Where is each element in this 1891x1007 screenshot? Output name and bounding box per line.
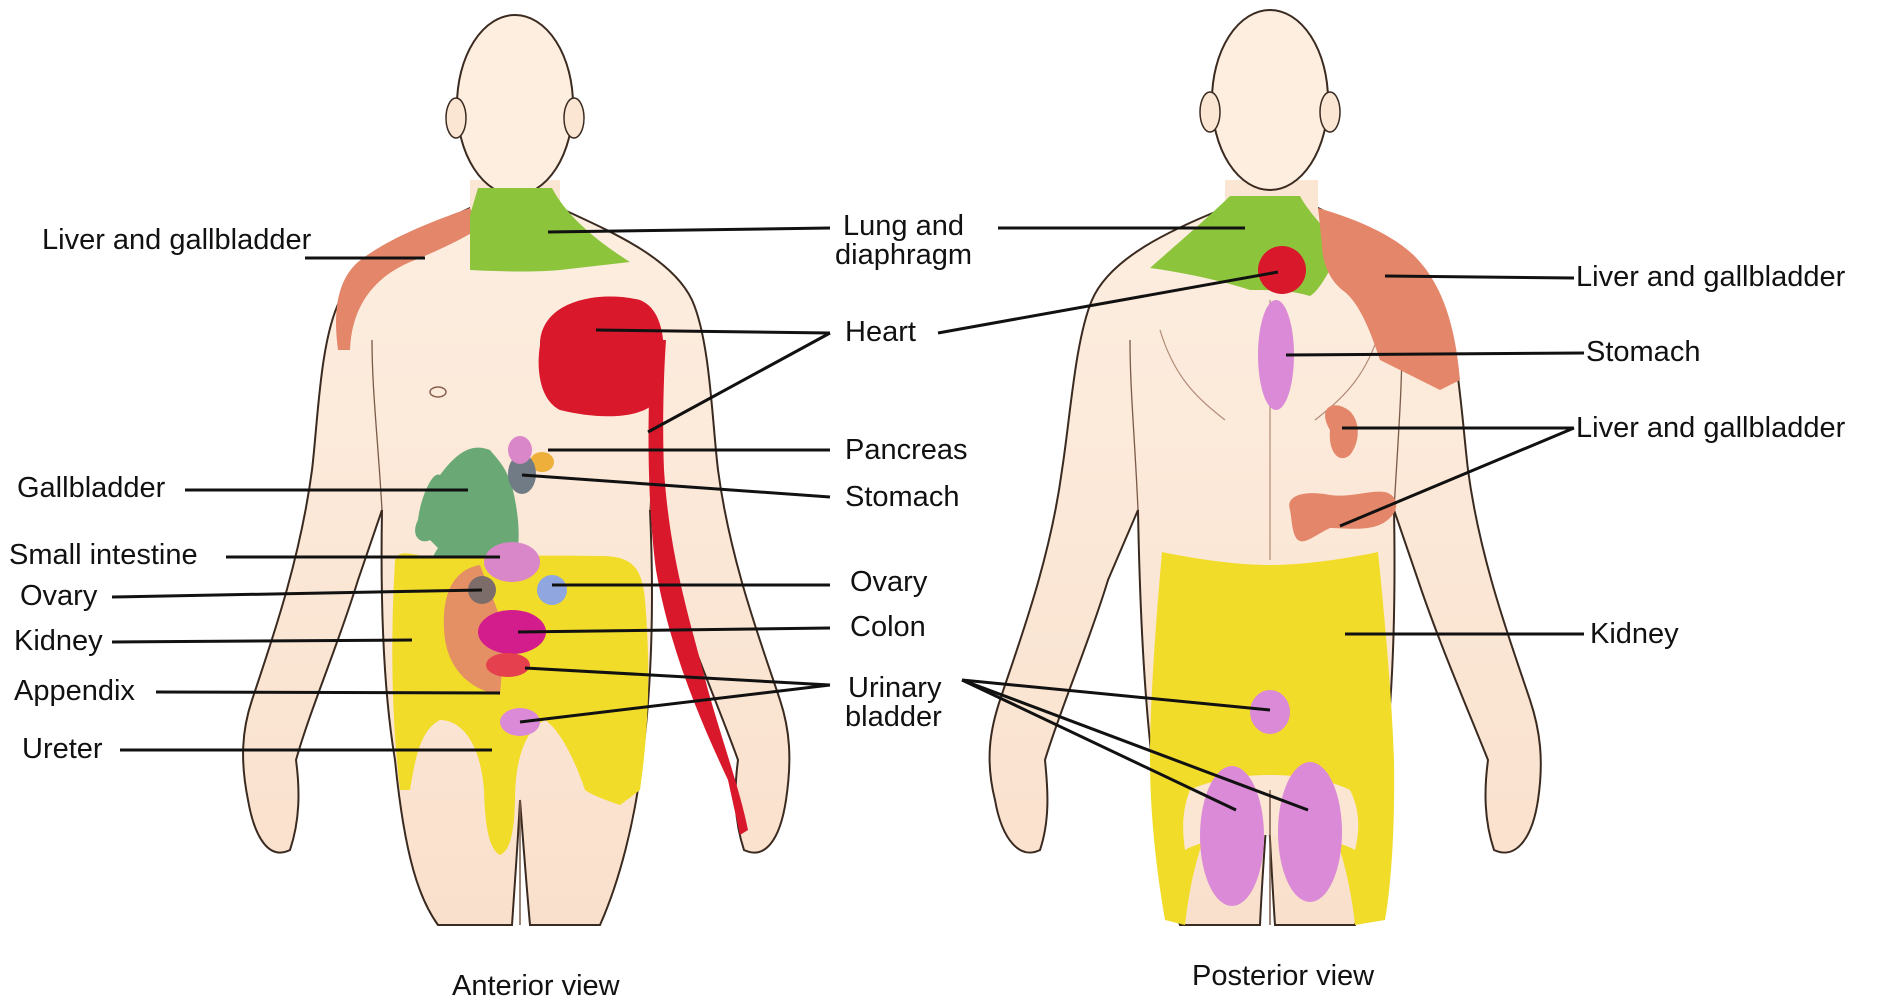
posterior-figure [990, 10, 1541, 925]
label-gallbladder: Gallbladder [17, 473, 165, 503]
leader-appendix [156, 692, 500, 693]
leader-stomach-back [1286, 353, 1584, 355]
posterior-ear-right [1320, 92, 1340, 132]
label-pancreas: Pancreas [845, 435, 968, 465]
label-urinary-line2: bladder [845, 703, 942, 732]
label-kidney-front: Kidney [14, 626, 103, 656]
zone-heart [539, 296, 664, 416]
posterior-ear-left [1200, 92, 1220, 132]
label-small-intestine: Small intestine [9, 540, 198, 570]
label-stomach-back: Stomach [1586, 337, 1700, 367]
label-stomach-front: Stomach [845, 482, 959, 512]
zone-bladder-back-right-leg [1278, 762, 1342, 902]
label-liver-gallbladder-back-mid: Liver and gallbladder [1576, 413, 1845, 443]
label-appendix: Appendix [14, 676, 135, 706]
leader-kidney-front [112, 640, 412, 642]
anterior-head [457, 15, 573, 195]
label-urinary-line1: Urinary [848, 674, 941, 703]
label-ovary-right: Ovary [850, 567, 927, 597]
posterior-head [1212, 10, 1328, 190]
zone-bladder-back-left-leg [1200, 766, 1264, 906]
label-liver-gallbladder-back-top: Liver and gallbladder [1576, 262, 1845, 292]
caption-posterior-view: Posterior view [1192, 960, 1374, 993]
anterior-ear-right [564, 98, 584, 138]
leader-liver-gallbladder-back-top [1385, 276, 1574, 278]
label-kidney-back: Kidney [1590, 619, 1679, 649]
zone-appendix [486, 653, 530, 677]
zone-small-intestine [484, 542, 540, 582]
zone-stomach-pink [508, 436, 532, 464]
anterior-figure [243, 15, 789, 925]
zone-heart-back [1258, 246, 1306, 294]
label-lung-diaphragm-line1: Lung and [843, 212, 964, 241]
label-lung-diaphragm-line2: diaphragm [835, 241, 972, 270]
label-ovary-left: Ovary [20, 581, 97, 611]
anterior-ear-left [446, 98, 466, 138]
label-heart: Heart [845, 317, 916, 347]
label-ureter: Ureter [22, 734, 103, 764]
label-liver-gallbladder-front: Liver and gallbladder [42, 225, 311, 255]
zone-ovary-right [537, 575, 567, 605]
zone-bladder-back [1250, 690, 1290, 734]
label-colon: Colon [850, 612, 926, 642]
caption-anterior-view: Anterior view [452, 970, 620, 1003]
